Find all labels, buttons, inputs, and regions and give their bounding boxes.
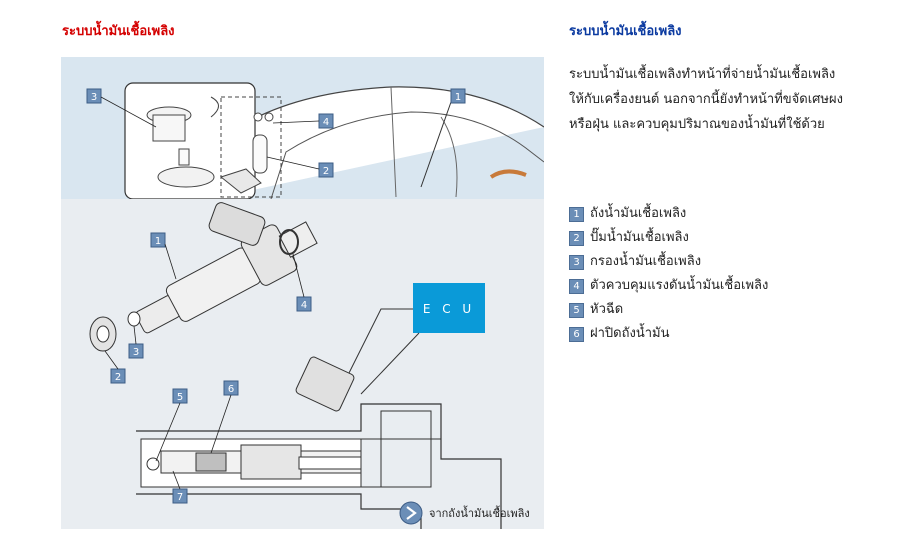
legend-number: 2 <box>569 230 584 246</box>
legend-number: 1 <box>569 206 584 222</box>
from-tank-label: จากถังน้ำมันเชื้อเพลิง <box>429 505 530 520</box>
bottom-badge-5: 5 <box>172 388 188 404</box>
svg-text:6: 6 <box>228 384 234 395</box>
svg-text:4: 4 <box>323 117 329 128</box>
legend-item: 5 หัวฉีด <box>569 298 768 322</box>
legend-number: 3 <box>569 254 584 270</box>
car-illustration: 3 1 4 2 <box>86 82 544 199</box>
bottom-badge-2: 2 <box>110 368 126 384</box>
section-title: ระบบน้ำมันเชื้อเพลิง <box>569 24 682 39</box>
legend-item: 2 ปั๊มน้ำมันเชื้อเพลิง <box>569 226 768 250</box>
bottom-badge-7: 7 <box>172 488 188 504</box>
legend-label: ตัวควบคุมแรงดันน้ำมันเชื้อเพลิง <box>590 278 769 293</box>
top-badge-2: 2 <box>318 162 334 178</box>
svg-text:5: 5 <box>177 392 183 403</box>
top-badge-1: 1 <box>450 88 466 104</box>
legend-number: 6 <box>569 326 584 342</box>
legend-label: ปั๊มน้ำมันเชื้อเพลิง <box>590 230 689 245</box>
svg-text:1: 1 <box>155 236 161 247</box>
svg-text:2: 2 <box>323 166 329 177</box>
svg-text:4: 4 <box>301 300 307 311</box>
legend-item: 1 ถังน้ำมันเชื้อเพลิง <box>569 202 768 226</box>
legend-label: ถังน้ำมันเชื้อเพลิง <box>590 206 687 221</box>
legend-item: 3 กรองน้ำมันเชื้อเพลิง <box>569 250 768 274</box>
description: ระบบน้ำมันเชื้อเพลิงทำหน้าที่จ่ายน้ำมันเ… <box>569 67 843 132</box>
injector-diagram: 1 4 3 2 E C U <box>89 202 530 529</box>
bottom-badge-6: 6 <box>223 380 239 396</box>
bottom-badge-4: 4 <box>296 296 312 312</box>
svg-text:1: 1 <box>455 92 461 103</box>
svg-text:7: 7 <box>177 492 183 503</box>
svg-text:3: 3 <box>91 92 97 103</box>
svg-text:2: 2 <box>115 372 121 383</box>
figure-title: ระบบน้ำมันเชื้อเพลิง <box>62 24 175 39</box>
legend-list: 1 ถังน้ำมันเชื้อเพลิง 2 ปั๊มน้ำมันเชื้อเพล… <box>569 202 768 346</box>
car-fuel-tank-illustration: 3 1 4 2 <box>61 57 544 199</box>
legend-label: หัวฉีด <box>590 302 624 317</box>
legend-label: กรองน้ำมันเชื้อเพลิง <box>590 254 702 269</box>
svg-text:E C U: E C U <box>423 302 475 316</box>
injector-illustration: 1 4 3 2 E C U <box>61 199 544 529</box>
legend-label: ฝาปิดถังน้ำมัน <box>590 326 670 341</box>
legend-number: 5 <box>569 302 584 318</box>
top-badge-4: 4 <box>318 113 334 129</box>
fuel-system-figure: 3 1 4 2 <box>61 57 544 529</box>
ecu-box: E C U <box>413 283 485 333</box>
svg-text:3: 3 <box>133 347 139 358</box>
top-badge-3: 3 <box>86 88 102 104</box>
legend-item: 4 ตัวควบคุมแรงดันน้ำมันเชื้อเพลิง <box>569 274 768 298</box>
bottom-badge-3: 3 <box>128 343 144 359</box>
legend-number: 4 <box>569 278 584 294</box>
from-tank-arrow-icon <box>399 501 423 525</box>
bottom-badge-1: 1 <box>150 232 166 248</box>
legend-item: 6 ฝาปิดถังน้ำมัน <box>569 322 768 346</box>
injector-cross-section <box>136 403 502 529</box>
